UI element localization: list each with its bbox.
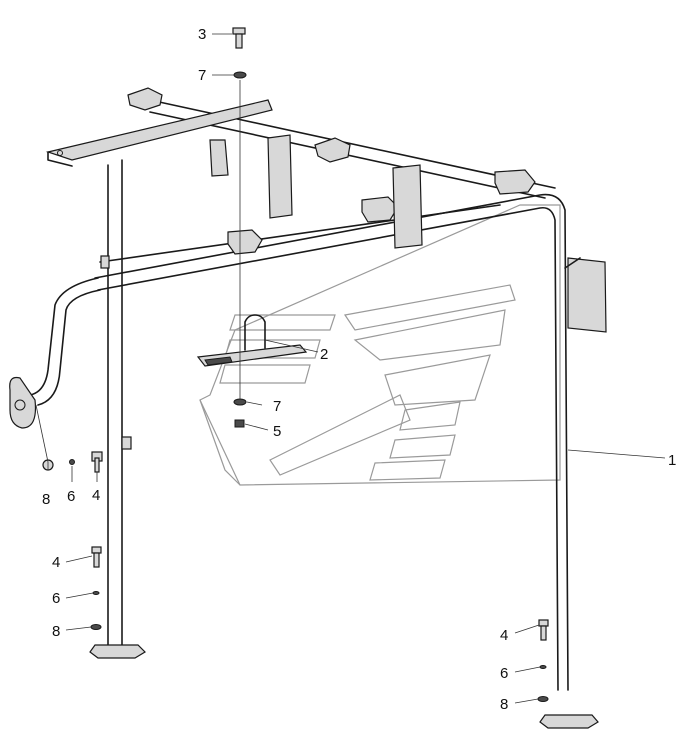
callout-2: 2: [320, 346, 328, 363]
callout-7-mid: 7: [273, 398, 281, 415]
callout-4-left: 4: [92, 487, 100, 504]
callout-6-bottom-left: 6: [52, 590, 60, 607]
main-frame: [9, 87, 607, 729]
fastener-stack-bottom-left: [90, 546, 102, 630]
callout-6-bottom-right: 6: [500, 665, 508, 682]
callout-6-left: 6: [67, 488, 75, 505]
callout-labels: 3 7 2 7 5 1 8 6 4 4 6 8 4 6 8: [42, 26, 676, 713]
callout-8-bottom-right: 8: [500, 696, 508, 713]
callout-1: 1: [668, 452, 676, 469]
u-bolt-bracket: [196, 314, 308, 367]
fastener-stack-bottom-right: [537, 619, 549, 702]
fastener-stack-left: [42, 451, 103, 473]
callout-4-bottom-right: 4: [500, 627, 508, 644]
callout-7-top: 7: [198, 67, 206, 84]
callout-3: 3: [198, 26, 206, 43]
callout-5: 5: [273, 423, 281, 440]
leader-lines: [35, 33, 666, 704]
callout-8-bottom-left: 8: [52, 623, 60, 640]
background-panel-graphic: [199, 204, 561, 486]
callout-8-left: 8: [42, 491, 50, 508]
nut: [234, 419, 245, 428]
top-bolt: [232, 27, 246, 49]
callout-4-bottom-left: 4: [52, 554, 60, 571]
